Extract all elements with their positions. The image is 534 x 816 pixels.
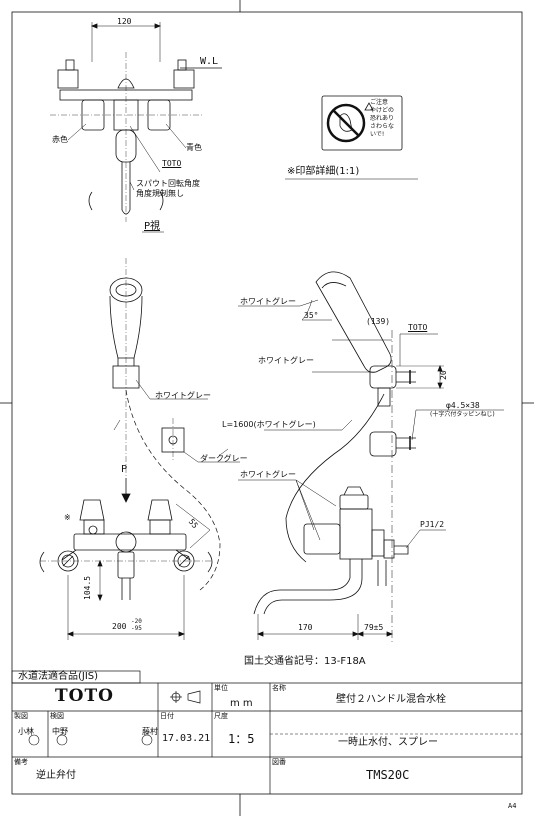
dim-screw-note: (十字穴付タッピンねじ): [430, 411, 495, 418]
label-p-view: P視: [144, 221, 161, 232]
tb-scale-label: 尺度: [214, 712, 228, 720]
caution-label: [321, 95, 403, 151]
tb-brand: TOTO: [55, 686, 114, 706]
dim-top-width: 120: [117, 17, 132, 26]
sheet-size: A4: [508, 802, 517, 810]
dim-hanger-139: (139): [366, 317, 391, 326]
front-view: [39, 478, 213, 640]
caution-line-2: やけどの: [370, 107, 395, 114]
label-print-detail: ※印部詳細(1:1): [287, 166, 360, 177]
tb-check-label: 検図: [50, 712, 64, 720]
tb-approver: 藤村: [142, 727, 158, 736]
dim-spacing-tol-lower: -95: [131, 625, 142, 632]
dim-wall-79: 79±5: [364, 623, 384, 632]
tb-note-label: 備考: [14, 758, 28, 766]
label-white-gray-handle: ホワイトグレー: [155, 391, 211, 400]
label-spout-note-1: スパウト回転角度: [136, 179, 200, 188]
dim-spacing: 200: [112, 622, 127, 631]
top-view: [50, 22, 222, 233]
dim-hose-length: L=1600(ホワイトグレー): [222, 420, 316, 429]
caution-line-1: ご注意: [370, 99, 389, 106]
label-white-gray-head: ホワイトグレー: [240, 297, 296, 306]
label-white-gray-hanger: ホワイトグレー: [258, 356, 314, 365]
label-toto-mark-side: TOTO: [408, 323, 428, 332]
dim-spout-170: 170: [298, 623, 313, 632]
tb-drawing-label: 製図: [14, 712, 28, 720]
tb-number-value: TMS20C: [366, 768, 410, 782]
label-p-arrow: P: [121, 464, 128, 475]
projection-symbol: [170, 690, 201, 704]
dim-hook-20: 20: [439, 370, 448, 380]
shower-head-front: [109, 258, 240, 591]
tb-drafter: 小林: [18, 727, 34, 736]
dim-spout-height: 104.5: [83, 575, 92, 600]
caution-line-5: いで!: [370, 131, 385, 138]
label-dark-gray: ダークグレー: [200, 454, 248, 463]
tb-date-value: 17.03.21: [162, 733, 211, 744]
dim-pj: PJ1/2: [420, 520, 445, 529]
dim-screw: φ4.5×38: [446, 401, 480, 410]
caution-line-3: 恐れあり: [370, 115, 395, 122]
label-blue: 青色: [186, 143, 202, 152]
tb-name-label: 名称: [272, 684, 286, 692]
label-mlit-code: 国土交通省記号：13-F18A: [244, 656, 366, 667]
tb-date-label: 日付: [160, 712, 174, 720]
label-spout-note-2: 角度規制無し: [136, 189, 184, 198]
tb-name-value: 壁付２ハンドル混合水栓: [336, 694, 446, 705]
dim-water-level: W.L: [200, 56, 219, 67]
tb-note-value: 逆止弁付: [36, 770, 76, 781]
tb-scale-value: 1：5: [228, 732, 255, 746]
tb-checker: 中野: [52, 727, 68, 736]
label-toto-mark-top: TOTO: [162, 159, 182, 168]
label-asterisk: ※: [64, 513, 71, 522]
dim-spacing-tol-upper: -20: [131, 618, 142, 625]
tb-jis: 水道法適合品(JIS): [18, 671, 99, 682]
seal-stamps: [28, 734, 153, 746]
side-view: [238, 271, 504, 644]
caution-line-4: さわらな: [370, 123, 395, 130]
tb-number-label: 図番: [272, 758, 286, 766]
label-red: 赤色: [52, 135, 68, 144]
title-block-lines: [11, 670, 522, 794]
tb-subtitle: 一時止水付、スプレー: [338, 737, 438, 748]
tb-unit-value: m m: [230, 698, 253, 709]
tb-unit-label: 単位: [214, 684, 228, 692]
dim-angle-35: 35°: [304, 311, 319, 320]
label-white-gray-body: ホワイトグレー: [240, 470, 296, 479]
